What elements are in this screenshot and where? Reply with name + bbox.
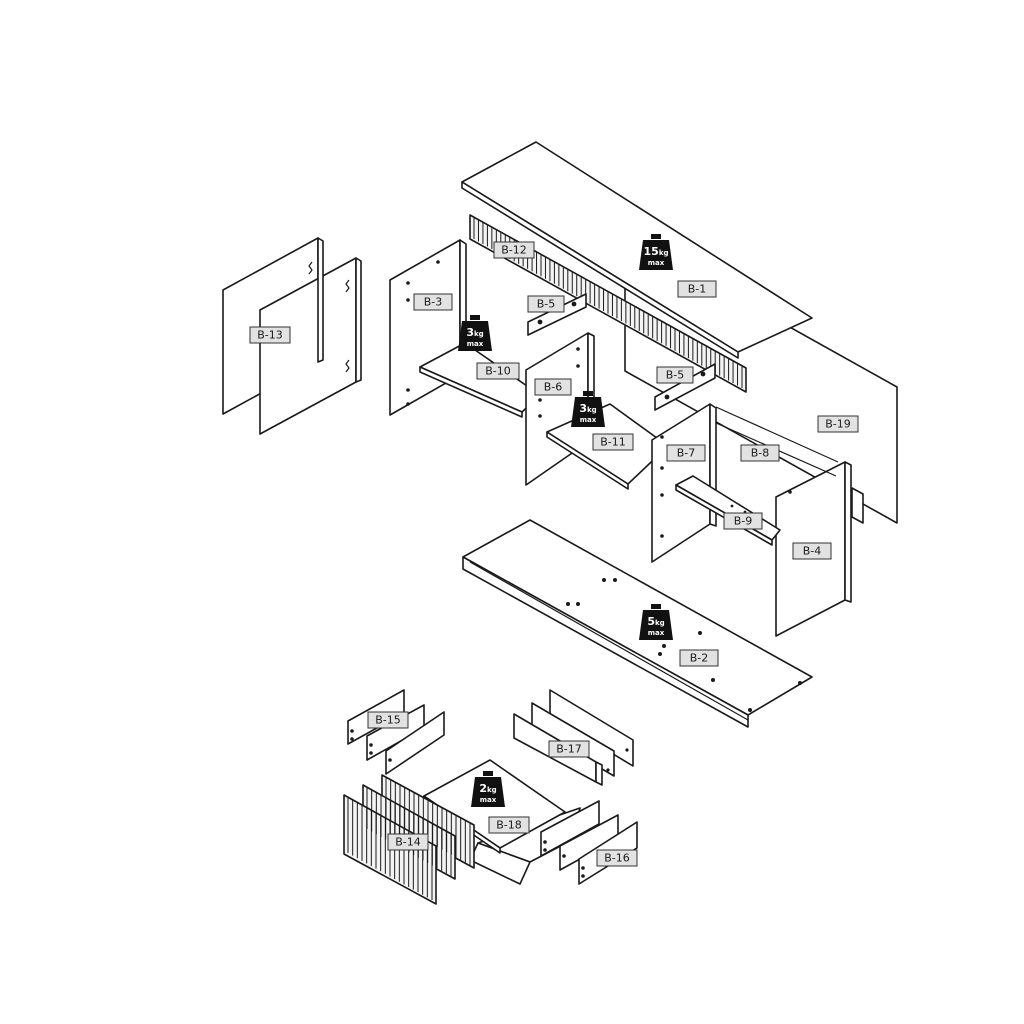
label-b15: B-15 <box>367 711 409 729</box>
svg-text:B-16: B-16 <box>604 852 630 865</box>
label-b5-a: B-5 <box>527 295 565 313</box>
svg-text:max: max <box>648 629 665 637</box>
panel-b1-top <box>461 141 813 359</box>
svg-text:B-7: B-7 <box>677 447 696 460</box>
panel-b2-bottom <box>462 519 813 728</box>
label-b11: B-11 <box>592 433 634 451</box>
panel-b3-left-side <box>389 239 467 416</box>
weight-drawer-icon: 2kg max <box>471 771 505 807</box>
label-b12: B-12 <box>493 241 535 259</box>
svg-text:B-19: B-19 <box>825 418 851 431</box>
svg-text:B-10: B-10 <box>485 365 511 378</box>
label-b17: B-17 <box>548 740 590 758</box>
svg-text:B-14: B-14 <box>395 836 421 849</box>
svg-text:max: max <box>467 340 484 348</box>
svg-text:B-13: B-13 <box>257 329 283 342</box>
svg-text:B-18: B-18 <box>496 819 522 832</box>
label-b13: B-13 <box>249 326 291 344</box>
svg-text:15kg: 15kg <box>644 245 669 258</box>
label-b14: B-14 <box>387 833 429 851</box>
svg-text:B-1: B-1 <box>688 283 707 296</box>
svg-text:2kg: 2kg <box>479 782 496 795</box>
weight-shelf-mid-icon: 3kg max <box>571 391 605 427</box>
label-b3: B-3 <box>413 293 453 311</box>
panel-b13-doors <box>222 237 362 435</box>
label-b19: B-19 <box>817 415 859 433</box>
panel-b5-bracket-b <box>654 363 716 411</box>
weight-top-icon: 15kg max <box>639 234 673 270</box>
hinge-icon <box>345 359 350 373</box>
svg-text:B-6: B-6 <box>544 381 563 394</box>
svg-text:max: max <box>480 796 497 804</box>
svg-text:B-12: B-12 <box>501 244 527 257</box>
label-b18: B-18 <box>488 816 530 834</box>
svg-text:max: max <box>580 416 597 424</box>
svg-text:B-3: B-3 <box>424 296 443 309</box>
svg-text:B-2: B-2 <box>690 652 709 665</box>
svg-text:5kg: 5kg <box>647 615 664 628</box>
svg-text:3kg: 3kg <box>466 326 483 339</box>
svg-text:B-4: B-4 <box>803 545 822 558</box>
label-b6: B-6 <box>534 378 572 396</box>
svg-text:B-11: B-11 <box>600 436 626 449</box>
svg-text:max: max <box>648 259 665 267</box>
panel-b15-drawer-sides <box>347 689 445 775</box>
label-b2: B-2 <box>679 649 719 667</box>
svg-text:B-9: B-9 <box>734 515 753 528</box>
label-b8: B-8 <box>740 444 780 462</box>
svg-text:3kg: 3kg <box>579 402 596 415</box>
svg-text:B-5: B-5 <box>537 298 556 311</box>
label-b16: B-16 <box>596 849 638 867</box>
hinge-icon <box>308 261 313 275</box>
svg-text:B-15: B-15 <box>375 714 401 727</box>
label-b4: B-4 <box>792 542 832 560</box>
label-b5-b: B-5 <box>656 366 694 384</box>
weight-bottom-icon: 5kg max <box>639 604 673 640</box>
label-b1: B-1 <box>677 280 717 298</box>
panel-b17-drawer-backs <box>513 689 634 786</box>
label-b7: B-7 <box>666 444 706 462</box>
label-b9: B-9 <box>723 512 763 530</box>
weight-shelf-left-icon: 3kg max <box>458 315 492 351</box>
svg-text:B-8: B-8 <box>751 447 770 460</box>
hinge-icon <box>345 279 350 293</box>
svg-text:B-5: B-5 <box>666 369 685 382</box>
label-b10: B-10 <box>476 362 520 380</box>
panel-b5-bracket-a <box>527 293 587 336</box>
svg-text:B-17: B-17 <box>556 743 582 756</box>
